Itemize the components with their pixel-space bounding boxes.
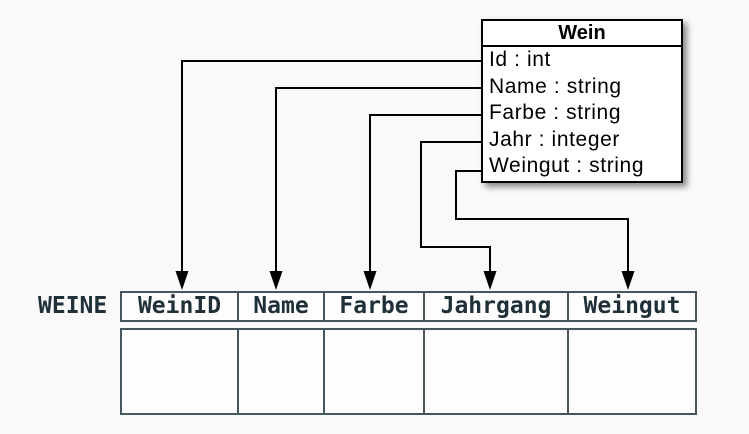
column-header: WeinID <box>137 293 222 319</box>
connector-name-to-name <box>269 87 485 290</box>
table-cell-empty <box>237 330 323 413</box>
table-cell-empty <box>567 330 695 413</box>
connector-weingut-to-weingut <box>455 170 635 290</box>
class-attribute: Farbe : string <box>489 101 622 125</box>
table-body-row <box>120 328 697 415</box>
arrowhead-down-icon <box>363 271 377 290</box>
class-attribute: Name : string <box>489 74 622 98</box>
table-header-row: WeinID Name Farbe Jahrgang Weingut <box>120 291 697 322</box>
arrowhead-down-icon <box>621 271 635 290</box>
column-header: Weingut <box>567 293 695 320</box>
arrowhead-down-icon <box>269 271 283 290</box>
column-header: Jahrgang <box>423 293 567 320</box>
table-cell-empty <box>423 330 567 413</box>
arrowhead-down-icon <box>483 271 497 290</box>
class-attribute: Weingut : string <box>489 154 645 178</box>
arrowhead-down-icon <box>175 271 189 290</box>
connector-line-weingut <box>455 170 629 273</box>
connector-farbe-to-farbe <box>363 114 485 290</box>
connector-line-farbe <box>369 114 485 273</box>
connector-line-jahr <box>420 141 491 273</box>
connector-id-to-weinid <box>175 60 485 290</box>
column-header: Name <box>237 293 323 320</box>
table-cell-empty <box>122 330 237 413</box>
connector-jahr-to-jahrgang <box>420 141 497 290</box>
table-cell-empty <box>323 330 423 413</box>
table-name-label: WEINE <box>38 293 108 319</box>
uml-class-box-wein: Wein Id : int Name : string Farbe : stri… <box>481 19 683 183</box>
column-header: Farbe <box>323 293 423 320</box>
connector-line-name <box>275 87 485 273</box>
class-attribute: Jahr : integer <box>489 127 620 151</box>
class-title: Wein <box>483 21 681 47</box>
class-attribute: Id : int <box>489 48 551 71</box>
class-attribute-list: Id : int Name : string Farbe : string Ja… <box>483 47 681 180</box>
connector-line-id <box>181 60 485 273</box>
